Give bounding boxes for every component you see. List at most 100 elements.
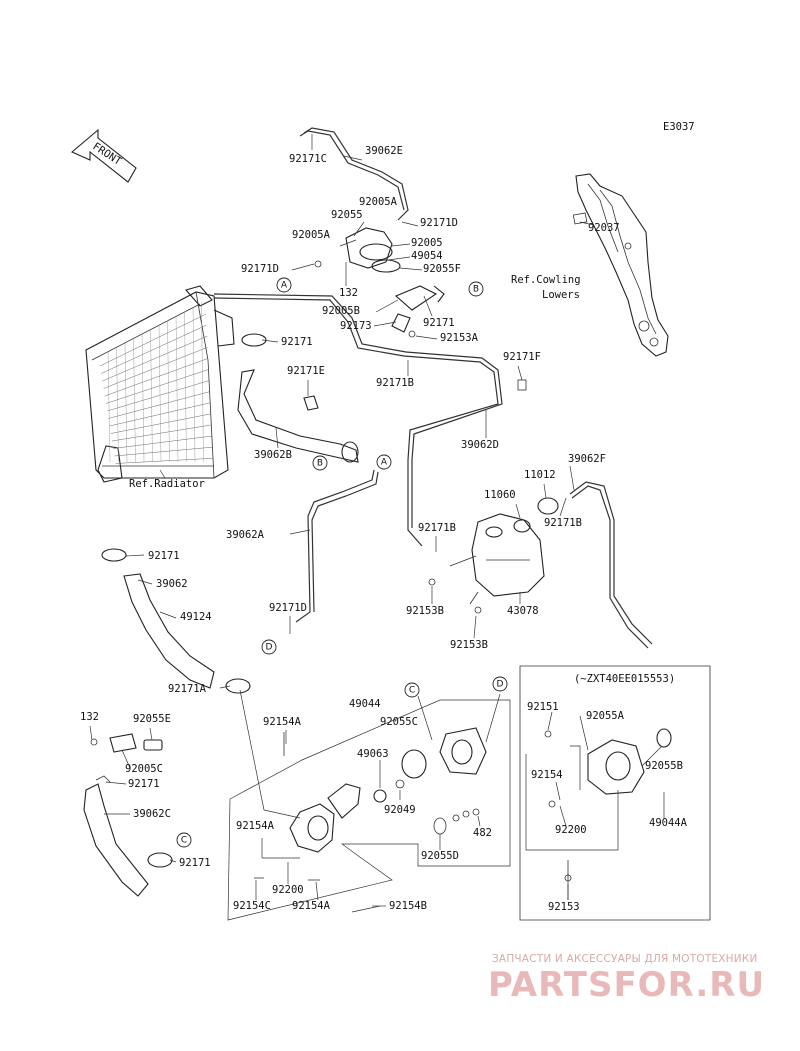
part-label: 39062A (226, 529, 265, 541)
water-pump (254, 727, 487, 913)
radiator-fin-line (192, 306, 196, 463)
part-label: 92171 (179, 857, 211, 869)
part-label: 92005A (359, 196, 398, 208)
ref-radiator: Ref.Radiator (129, 478, 205, 490)
callout-a: A (276, 277, 292, 293)
callout-letter: B (317, 459, 323, 469)
part-label: 39062D (461, 439, 499, 451)
part-label: 39062 (156, 578, 188, 590)
part-label: 92153 (548, 901, 580, 913)
part-label: 49044A (649, 817, 688, 829)
callout-letter: C (181, 836, 187, 846)
radiator-fin-line (167, 320, 170, 463)
part-label: 92171D (269, 602, 307, 614)
radiator-fin-line (175, 315, 179, 463)
callout-letter: D (266, 643, 273, 653)
diagram-code: E3037 (663, 121, 695, 133)
part-label: 92171E (287, 365, 325, 377)
radiator-fin-line (101, 324, 207, 374)
thermostat-housing (314, 227, 445, 338)
part-label: 92055D (421, 850, 459, 862)
part-label: (~ZXT40EE015553) (574, 673, 675, 685)
radiator-fin-line (114, 446, 213, 457)
part-labels: 92171C39062E92005A9205592171D92005A92005… (80, 145, 688, 913)
part-label: 92055E (133, 713, 171, 725)
part-label: 92171F (503, 351, 541, 363)
part-label: 92151 (527, 701, 559, 713)
radiator-fin-line (115, 458, 213, 464)
part-label: 92153A (440, 332, 479, 344)
watermark-tagline: ЗАПЧАСТИ И АКСЕССУАРЫ ДЛЯ МОТОТЕХНИКИ (492, 953, 758, 965)
front-arrow-icon: FRONT (70, 128, 137, 183)
radiator-fins (99, 302, 213, 464)
ref-cowling-line2: Lowers (542, 289, 580, 301)
part-label: 92171C (289, 153, 327, 165)
callout-letter: A (281, 281, 288, 291)
part-label: 49054 (411, 250, 443, 262)
part-label: 92200 (272, 884, 304, 896)
part-label: 92154A (263, 716, 302, 728)
part-label: 92154A (236, 820, 275, 832)
radiator-fin-line (107, 380, 210, 412)
callout-d: D (492, 676, 508, 692)
part-label: 92055 (331, 209, 363, 221)
ref-cowling-line1: Ref.Cowling (511, 274, 581, 286)
cowling-bracket (572, 173, 669, 357)
radiator-fin-line (102, 335, 208, 382)
part-label: 92005 (411, 237, 443, 249)
part-label: 39062C (133, 808, 171, 820)
part-label: 92055F (423, 263, 461, 275)
radiator-fin-line (110, 413, 211, 434)
radiator-fin-line (184, 311, 187, 463)
part-label: 92005C (125, 763, 163, 775)
part-label: 92153B (406, 605, 444, 617)
callout-c: C (404, 682, 420, 698)
part-label: 11060 (484, 489, 516, 501)
part-label: 92171B (418, 522, 456, 534)
radiator-fin-line (113, 435, 212, 449)
part-label: 482 (473, 827, 492, 839)
callout-c: C (176, 832, 192, 848)
part-label: 92005A (292, 229, 331, 241)
part-label: 49063 (357, 748, 389, 760)
callout-letter: C (409, 686, 415, 696)
part-label: 49044 (349, 698, 381, 710)
radiator-fin-line (124, 342, 128, 463)
part-label: 92171 (128, 778, 160, 790)
radiator-fin-line (201, 302, 204, 463)
radiator-fin-line (99, 313, 207, 367)
radiator-fin-line (107, 351, 111, 463)
part-label: 92171 (148, 550, 180, 562)
radiator-fin-line (141, 333, 145, 463)
radiator-fin-line (103, 347, 208, 389)
callout-letter: A (381, 458, 388, 468)
radiator-fin-line (116, 347, 119, 463)
callout-b: B (468, 281, 484, 297)
radiator-fin-line (150, 329, 153, 463)
part-label: 92037 (588, 222, 620, 234)
part-label: 49124 (180, 611, 212, 623)
callout-b: B (312, 455, 328, 471)
part-label: 43078 (507, 605, 539, 617)
part-label: 92055B (645, 760, 683, 772)
part-label: 132 (339, 287, 358, 299)
part-label: 92171 (281, 336, 313, 348)
radiator-fin-line (111, 424, 212, 442)
part-label: 11012 (524, 469, 556, 481)
radiator-fin-line (158, 324, 162, 463)
part-label: 92171D (241, 263, 279, 275)
radiator-fin-line (104, 358, 209, 397)
part-label: 92200 (555, 824, 587, 836)
part-label: 92171 (423, 317, 455, 329)
water-pump-alt (544, 728, 672, 900)
part-label: 92153B (450, 639, 488, 651)
part-label: 92171D (420, 217, 458, 229)
part-label: 92154A (292, 900, 331, 912)
part-label: 92154B (389, 900, 427, 912)
part-label: 92171B (376, 377, 414, 389)
radiator (85, 285, 235, 483)
part-label: 92154C (233, 900, 271, 912)
callout-a: A (376, 454, 392, 470)
